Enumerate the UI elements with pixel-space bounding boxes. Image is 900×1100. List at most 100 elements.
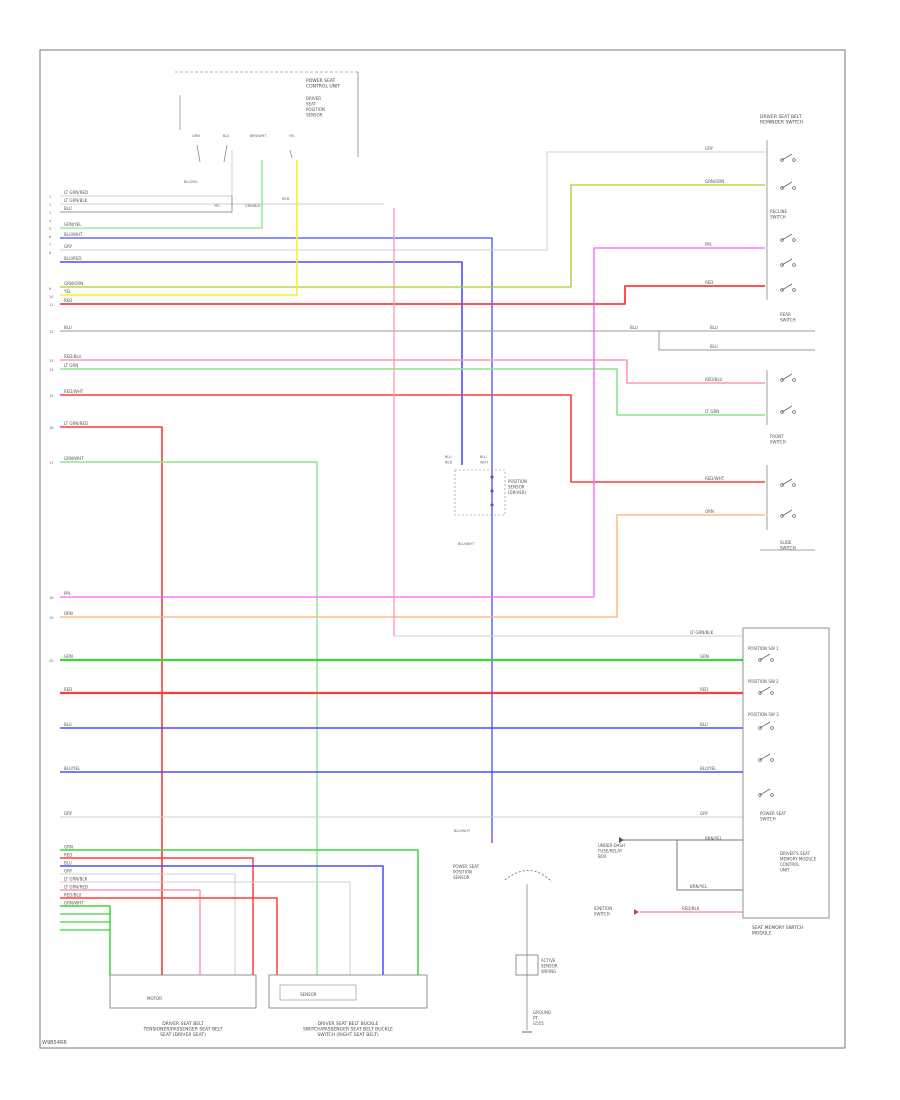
wire-blu-branch — [658, 331, 815, 351]
power-seat-switch-contact-contact — [770, 726, 774, 730]
top-connector-stub — [196, 144, 201, 163]
power-seat-switch-label: POWER SEAT — [760, 811, 787, 816]
top-connector-stub — [289, 149, 293, 159]
left-pin-number: 20 — [49, 659, 53, 663]
diagram-code: W9B54RR — [42, 1040, 67, 1046]
left-pin-number: 10 — [49, 295, 53, 299]
wire-ppl — [60, 247, 765, 598]
wire-grn-wht-down — [60, 461, 318, 975]
left-pin-number: 6 — [49, 235, 51, 239]
seatbelt-switch-label: DRIVER SEAT BELT — [760, 114, 802, 120]
memory-module-label: DRIVER'S SEAT — [780, 851, 810, 856]
slide-switch-blade — [781, 233, 793, 241]
recline-switch-label: SWITCH — [770, 215, 786, 220]
wire-label: ORN — [705, 509, 714, 514]
sensor-wiring-label: SENSOR — [541, 964, 558, 969]
wire-label: RED — [64, 853, 72, 858]
power-seat-switch-contact-blade — [759, 753, 771, 761]
wire-bottom-stack — [60, 897, 278, 975]
power-seat-sensor-label: POSITION — [453, 870, 472, 875]
power-seat-switch-contact-blade — [759, 653, 771, 661]
slide-switch-2-blade — [781, 478, 793, 486]
slide-switch-2-contact — [792, 483, 796, 487]
wire-label: RED — [64, 687, 72, 692]
sensor-arc — [504, 870, 553, 883]
position-sensor-pin: BLU — [480, 455, 487, 459]
wire-label: BLU — [64, 206, 72, 211]
left-pin-number: 4 — [49, 219, 52, 223]
slide-switch-label: SLIDE — [780, 540, 792, 545]
wire-label: PPL — [64, 591, 72, 596]
wire-label: GRN/ORN — [64, 281, 83, 286]
top-connector-caption: CONTROL UNIT — [306, 84, 340, 90]
connector-right-box-label: SENSOR — [300, 992, 317, 997]
wire-label: GRN — [700, 654, 709, 659]
wire-label: LT GRN/BLK — [690, 630, 714, 635]
ground-label: G555 — [533, 1021, 544, 1026]
left-pin-number: 3 — [49, 211, 51, 215]
left-pin-number: 5 — [49, 227, 51, 231]
wire-label: RED/BLU — [64, 893, 82, 898]
sensor-wiring-label: WIRING — [541, 969, 556, 974]
position-sensor-wire-label: BLU/WHT — [458, 542, 475, 546]
wire-label: GRY — [705, 146, 714, 151]
wire-label: LT GRN/RED — [64, 190, 88, 195]
wire-label: RED/WHT — [705, 476, 725, 481]
rear-switch-label: REAR — [780, 312, 791, 317]
left-pin-number: 2 — [49, 203, 51, 207]
wire-label: YEL — [63, 289, 72, 294]
wire-bottom-stack — [60, 865, 384, 975]
wire-label: BLU — [710, 344, 718, 349]
wire-blu-wht — [60, 237, 493, 843]
wire-label: BLU — [64, 861, 72, 866]
wire-label: BLU/YEL — [700, 766, 717, 771]
recline-switch-contact — [792, 158, 796, 162]
seatbelt-switch-label: REMINDER SWITCH — [760, 120, 803, 126]
wire-label: BRN/YEL — [690, 884, 708, 889]
component-layer — [109, 71, 830, 1033]
top-connector-wire-tag: BLU/YEL — [184, 180, 198, 184]
wire-label: PPL — [705, 242, 713, 247]
left-pin-number: 12 — [49, 330, 53, 334]
wire-label: RED/BLU — [705, 377, 723, 382]
connector-right-caption: SWITCH (RIGHT SEAT BELT) — [317, 1032, 379, 1038]
wire-blu — [60, 196, 233, 213]
left-pin-number: 15 — [49, 394, 53, 398]
connector-left-caption: TENSIONER/PASSENGER SEAT BELT — [142, 1027, 222, 1033]
position-sensor-junction — [490, 475, 494, 479]
memory-module-label: MEMORY MODULE — [780, 857, 817, 862]
top-connector-side-caption: POSITION — [306, 107, 325, 112]
left-pin-number: 7 — [49, 243, 51, 247]
wire-label: GRY — [64, 244, 73, 249]
connector-right — [268, 974, 428, 1009]
slide-switch-2-blade — [781, 509, 793, 517]
power-seat-switch-contact-contact — [770, 758, 774, 762]
top-connector-wire-tag: YEL — [214, 204, 220, 208]
wire-label: LT GRN — [64, 363, 78, 368]
ignition-switch-label: SWITCH — [594, 912, 610, 917]
wire-blu-red — [60, 261, 463, 465]
wire-label: GRN — [64, 654, 73, 659]
slide-switch-2-contact — [792, 514, 796, 518]
wire-brn-yel-branch — [676, 840, 743, 891]
wire-label: GRY — [64, 869, 73, 874]
wire-gry — [60, 151, 765, 251]
wire-bottom-stack — [60, 857, 254, 975]
wire-bottom-stack — [60, 881, 351, 975]
power-seat-switch-contact-blade — [759, 721, 771, 729]
position-sensor-label: POSITION — [508, 479, 527, 484]
slide-switch-contact — [792, 238, 796, 242]
slide-switch-contact — [792, 263, 796, 267]
wire-label: GRN/WHT — [64, 901, 84, 906]
wire-label: BLU — [64, 325, 72, 330]
wire-label: GRY — [700, 811, 709, 816]
recline-switch-blade — [781, 153, 793, 161]
wire-grn-orn — [60, 184, 765, 288]
connector-left-caption: DRIVER SEAT BELT — [162, 1021, 204, 1027]
connector-right-caption: SWITCH/PASSENGER SEAT BELT BUCKLE — [303, 1027, 393, 1033]
wire-label: RED — [64, 298, 72, 303]
connector-left-caption: SEAT (DRIVER SEAT) — [160, 1032, 206, 1038]
sensor-wiring-label: ACTIVE — [541, 958, 556, 963]
wire-bottom-stack — [60, 873, 236, 975]
